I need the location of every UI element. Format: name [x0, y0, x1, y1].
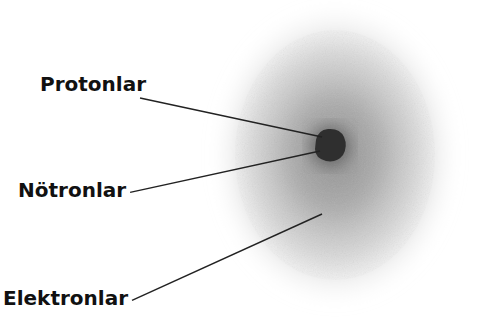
- leader-line: [130, 151, 320, 192]
- nucleus: [315, 129, 346, 162]
- leader-line: [132, 214, 322, 300]
- cloud-texture: [235, 30, 435, 280]
- leader-line: [140, 98, 322, 137]
- part-label: Protonlar: [40, 72, 146, 96]
- part-label: Nötronlar: [18, 178, 126, 202]
- nucleus-halo: [310, 126, 350, 166]
- electron-cloud: [213, 5, 457, 305]
- part-label: Elektronlar: [3, 286, 128, 310]
